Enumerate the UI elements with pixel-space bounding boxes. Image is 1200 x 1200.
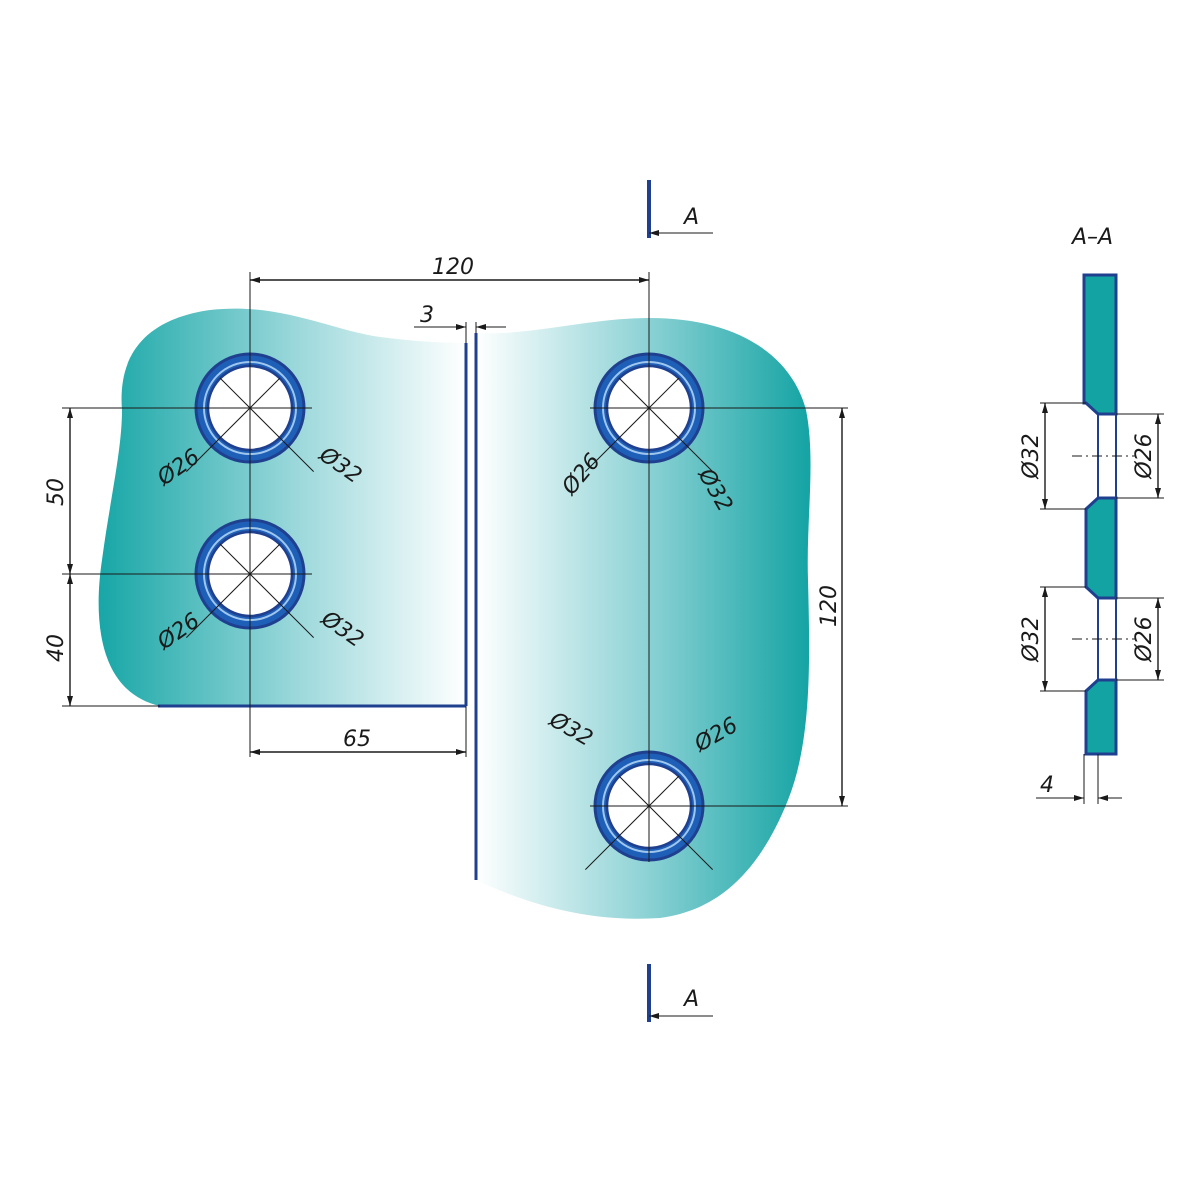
dim-120-horizontal-label: 120 — [432, 255, 474, 280]
hole-leader — [678, 437, 713, 472]
section-thickness-label: 4 — [1040, 773, 1054, 798]
section-solid-2 — [1084, 496, 1118, 600]
section-solid-3 — [1084, 678, 1118, 756]
section-mark-top: A — [647, 180, 713, 238]
section-view: A–A Ø32 Ø26 Ø32 Ø26 — [1019, 225, 1164, 804]
section-inner-label-2: Ø26 — [1132, 616, 1157, 662]
dim-50-label: 50 — [44, 478, 69, 506]
dim-gap-label: 3 — [420, 303, 434, 328]
section-view-title: A–A — [1070, 225, 1113, 250]
hole-leader — [279, 603, 314, 638]
dim-65: 65 — [250, 727, 466, 755]
section-mark-bottom: A — [647, 964, 713, 1022]
hole-leader — [585, 437, 620, 472]
hole-leader — [186, 603, 221, 638]
dim-120-vertical: 120 — [817, 408, 845, 806]
dim-40: 40 — [44, 574, 73, 706]
hole-leader — [585, 835, 620, 870]
section-inner-label-1: Ø26 — [1132, 433, 1157, 479]
section-letter-bottom: A — [682, 987, 699, 1012]
section-letter-top: A — [682, 205, 699, 230]
section-outer-label-2: Ø32 — [1019, 616, 1044, 662]
right-plate — [476, 318, 811, 919]
hole-leader — [678, 835, 713, 870]
hole-leader — [186, 437, 221, 472]
dim-120-vertical-label: 120 — [817, 585, 842, 627]
dim-120-horizontal: 120 — [250, 255, 649, 283]
hole-leader — [279, 437, 314, 472]
section-outer-label-1: Ø32 — [1019, 433, 1044, 479]
dim-50: 50 — [44, 408, 73, 574]
dim-65-label: 65 — [343, 727, 371, 752]
dim-gap: 3 — [414, 303, 506, 343]
section-solid-1 — [1082, 273, 1118, 416]
dim-40-label: 40 — [44, 634, 69, 662]
center-lines — [62, 272, 848, 862]
